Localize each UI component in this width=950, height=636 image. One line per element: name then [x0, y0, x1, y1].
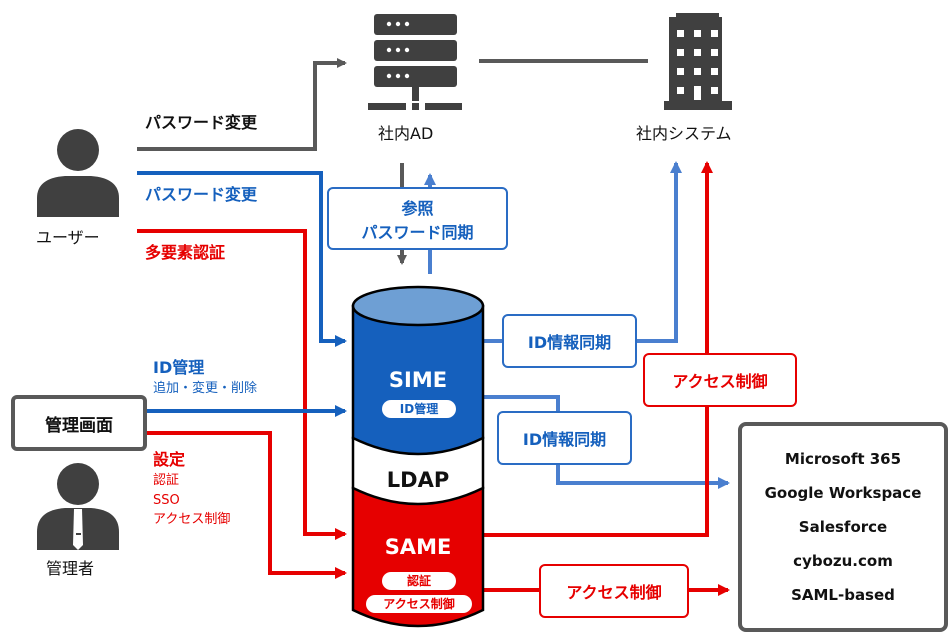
- access-ctrl-bottom-box: アクセス制御: [539, 564, 689, 618]
- access-ctrl-top-label: アクセス制御: [672, 372, 768, 391]
- same-title: SAME: [384, 535, 452, 559]
- same-badge-auth: 認証: [382, 572, 456, 590]
- flow-same-system: [484, 161, 713, 537]
- service-item: Microsoft 365: [784, 450, 902, 468]
- admin-console-label: 管理画面: [45, 415, 113, 436]
- flow-user-same: [137, 229, 347, 540]
- admin-label: 管理者: [46, 559, 95, 578]
- flow-label-settings: 設定: [153, 450, 186, 469]
- services-box: Microsoft 365 Google Workspace Salesforc…: [738, 422, 948, 632]
- ref-sync-box: 参照 パスワード同期: [327, 187, 508, 250]
- access-ctrl-bottom-label: アクセス制御: [566, 583, 662, 602]
- flow-label-pw-change-ad: パスワード変更: [145, 113, 258, 132]
- settings-item-access: アクセス制御: [153, 512, 231, 527]
- sime-badge-id-mgmt: ID管理: [382, 400, 456, 418]
- flow-user-sime: [137, 171, 347, 347]
- system-label: 社内システム: [636, 124, 732, 143]
- service-item: Google Workspace: [764, 484, 922, 502]
- settings-item-sso: SSO: [153, 493, 180, 508]
- ref-sync-line1: 参照: [401, 198, 434, 218]
- sime-title: SIME: [388, 368, 448, 392]
- ldap-title: LDAP: [386, 468, 450, 492]
- building-icon: [664, 13, 732, 110]
- flow-label-id-mgmt: ID管理: [153, 358, 205, 377]
- id-sync-top-box: ID情報同期: [502, 314, 637, 368]
- service-item: SAML-based: [791, 586, 895, 604]
- access-ctrl-top-box: アクセス制御: [643, 353, 797, 407]
- id-sync-top-label: ID情報同期: [527, 333, 612, 352]
- flow-admin-same: [147, 431, 347, 579]
- service-item: cybozu.com: [793, 552, 893, 570]
- user-icon: [37, 129, 119, 217]
- id-sync-bottom-box: ID情報同期: [497, 411, 632, 465]
- user-label: ユーザー: [36, 228, 100, 247]
- admin-console-button[interactable]: 管理画面: [11, 395, 147, 451]
- flow-user-ad: [137, 58, 347, 151]
- admin-icon: [37, 463, 119, 550]
- flow-label-pw-change-sime: パスワード変更: [145, 185, 258, 204]
- ad-label: 社内AD: [378, 124, 434, 143]
- id-sync-bottom-label: ID情報同期: [522, 430, 607, 449]
- ref-sync-line2: パスワード同期: [361, 222, 474, 242]
- same-badge-access: アクセス制御: [366, 595, 472, 613]
- service-item: Salesforce: [798, 518, 888, 536]
- flow-label-id-mgmt-sub: 追加・変更・削除: [153, 381, 258, 396]
- flow-label-mfa: 多要素認証: [145, 243, 226, 262]
- settings-item-auth: 認証: [153, 473, 180, 488]
- server-icon: [368, 14, 462, 110]
